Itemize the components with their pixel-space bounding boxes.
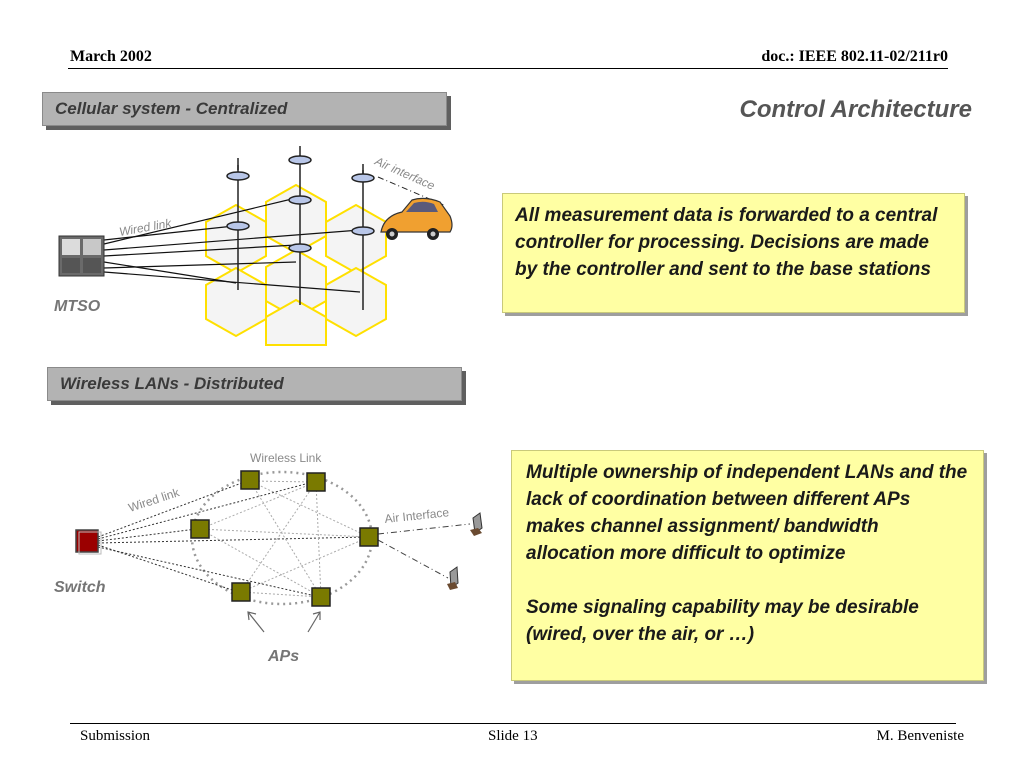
header-doc-id: doc.: IEEE 802.11-02/211r0	[761, 48, 948, 65]
laptop-icon	[447, 566, 459, 590]
access-point-icon	[240, 470, 260, 490]
cellular-air-interface-label: Air interface	[372, 154, 437, 193]
wlan-wireless-link-label: Wireless Link	[250, 451, 322, 465]
wlan-wired-links	[97, 480, 367, 598]
cellular-wired-links	[103, 197, 361, 293]
switch-label: Switch	[54, 579, 106, 596]
mtso-building-icon	[58, 235, 105, 277]
access-points	[190, 470, 379, 607]
access-point-icon	[231, 582, 251, 602]
wlan-note-paragraph-2: Some signaling capability may be desirab…	[526, 597, 919, 645]
wlan-air-interface-label: Air Interface	[384, 505, 450, 526]
tower-icon	[226, 158, 250, 290]
ap-pointer-arrows	[247, 611, 321, 633]
footer-submission: Submission	[80, 728, 151, 744]
footer-slide-number: Slide 13	[488, 728, 538, 744]
base-station-towers	[226, 146, 375, 310]
access-point-icon	[190, 519, 210, 539]
access-point-icon	[311, 587, 331, 607]
mtso-label: MTSO	[54, 298, 101, 315]
wlan-note-paragraph-1: Multiple ownership of independent LANs a…	[526, 462, 968, 564]
header-date: March 2002	[70, 48, 152, 65]
laptop-icon	[470, 512, 483, 536]
switch-icon	[75, 529, 102, 555]
wlan-note: Multiple ownership of independent LANs a…	[511, 450, 984, 681]
tower-icon	[351, 164, 375, 310]
aps-label: APs	[268, 648, 300, 665]
cellular-note: All measurement data is forwarded to a c…	[502, 193, 965, 313]
wlan-banner: Wireless LANs - Distributed	[47, 367, 462, 401]
wlan-wired-link-label: Wired link	[127, 485, 182, 515]
footer-author: M. Benveniste	[876, 728, 965, 744]
slide-title: Control Architecture	[739, 96, 972, 123]
footer-rule	[70, 723, 956, 724]
wlan-air-links	[377, 523, 471, 579]
hex-cells	[205, 183, 387, 346]
access-point-icon	[359, 527, 379, 547]
car-icon	[380, 197, 453, 240]
cellular-banner: Cellular system - Centralized	[42, 92, 447, 126]
wlan-wireless-links	[199, 480, 370, 598]
access-point-icon	[306, 472, 326, 492]
header-rule	[68, 68, 948, 69]
tower-icon	[288, 146, 312, 305]
